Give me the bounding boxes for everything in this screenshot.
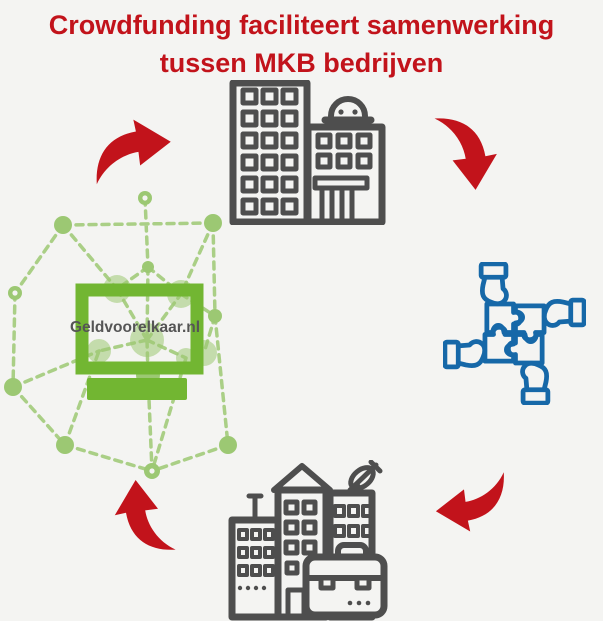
entrance-pillars <box>312 175 370 225</box>
building-right-wing <box>304 96 386 225</box>
city-briefcase-icon <box>228 460 388 621</box>
monitor-icon <box>75 283 204 400</box>
roof-icon <box>271 463 333 493</box>
page-title: Crowdfunding faciliteert samenwerking tu… <box>0 6 603 82</box>
network-diagram-icon <box>4 191 237 479</box>
hands-puzzle-icon <box>443 262 586 405</box>
door <box>285 587 307 620</box>
geldvoorelkaar-label: Geldvoorelkaar.nl <box>69 319 201 336</box>
city-left-building <box>228 493 282 621</box>
briefcase-latch <box>354 575 372 591</box>
curved-arrow-down-icon <box>434 118 497 190</box>
title-line-1: Crowdfunding faciliteert samenwerking <box>48 10 555 40</box>
briefcase-icon <box>302 542 388 619</box>
wing-windows <box>315 132 373 170</box>
briefcase-latch <box>318 575 336 591</box>
network-edges <box>11 196 230 473</box>
dome-icon <box>321 96 375 124</box>
sleeve <box>478 262 509 280</box>
building-left-tower <box>229 80 311 225</box>
hand <box>479 274 509 307</box>
office-building-icon <box>229 80 386 225</box>
curved-arrow-right-icon <box>96 119 171 185</box>
title-line-2: tussen MKB bedrijven <box>159 48 444 78</box>
curved-arrow-left-icon <box>435 472 504 532</box>
antenna-icon <box>246 493 264 523</box>
tower-windows <box>240 87 299 216</box>
monitor-base <box>87 378 187 400</box>
satellite-dish-icon <box>347 460 383 497</box>
curved-arrow-up-icon <box>114 480 176 550</box>
